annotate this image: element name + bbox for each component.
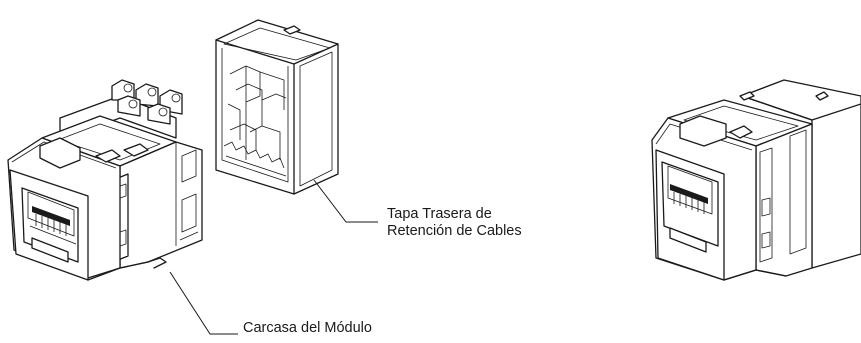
back-cover-drawing	[215, 19, 339, 195]
back-cover-label: Tapa Trasera de Retención de Cables	[387, 206, 522, 240]
module-housing-drawing	[7, 79, 203, 281]
module-housing-leader	[169, 271, 238, 335]
module-housing-label: Carcasa del Módulo	[243, 320, 372, 337]
back-cover-leader	[313, 179, 378, 223]
assembled-module-drawing	[651, 79, 861, 281]
back-cover-label-line2: Retención de Cables	[387, 223, 522, 239]
module-housing-label-text: Carcasa del Módulo	[243, 320, 372, 336]
back-cover-label-line1: Tapa Trasera de	[387, 206, 492, 222]
